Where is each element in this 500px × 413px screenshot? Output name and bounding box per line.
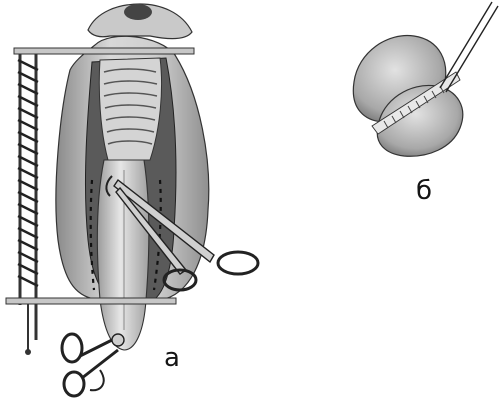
panel-b-illustration — [352, 1, 499, 157]
mouth-gag — [5, 47, 195, 355]
tissue-lobe-lower — [376, 84, 464, 157]
panel-a-label: а — [164, 343, 180, 373]
nose — [87, 3, 193, 40]
probe-needle — [439, 1, 499, 93]
nostril — [124, 4, 152, 20]
panel-b-label: б — [416, 176, 433, 206]
forceps-hemostat — [105, 175, 260, 292]
spring-coil — [17, 58, 39, 288]
tongue-clamp — [60, 332, 125, 398]
palatal-ridges — [103, 68, 158, 145]
teeth-left — [89, 179, 96, 291]
teeth-right — [152, 179, 162, 291]
suture-stitches — [383, 85, 445, 129]
hard-palate — [98, 57, 163, 161]
panel-a-illustration — [5, 3, 260, 398]
